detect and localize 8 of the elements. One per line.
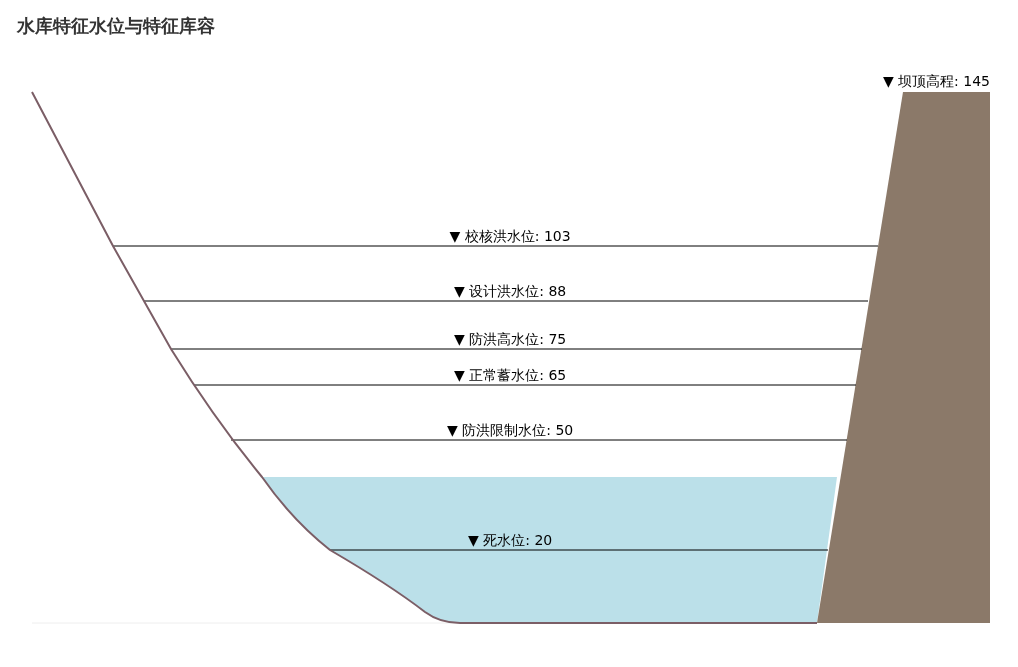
water-level-label: ▼ 坝顶高程: 145 — [882, 73, 990, 89]
water-level-label: ▼ 防洪高水位: 75 — [454, 331, 567, 347]
water-level-label: ▼ 防洪限制水位: 50 — [447, 422, 574, 438]
water-level-label: ▼ 设计洪水位: 88 — [454, 283, 567, 299]
water-level-label: ▼ 校核洪水位: 103 — [449, 228, 571, 244]
water-level-label: ▼ 正常蓄水位: 65 — [454, 367, 567, 383]
water-level-label: ▼ 死水位: 20 — [468, 532, 553, 548]
chart-title: 水库特征水位与特征库容 — [17, 14, 215, 38]
